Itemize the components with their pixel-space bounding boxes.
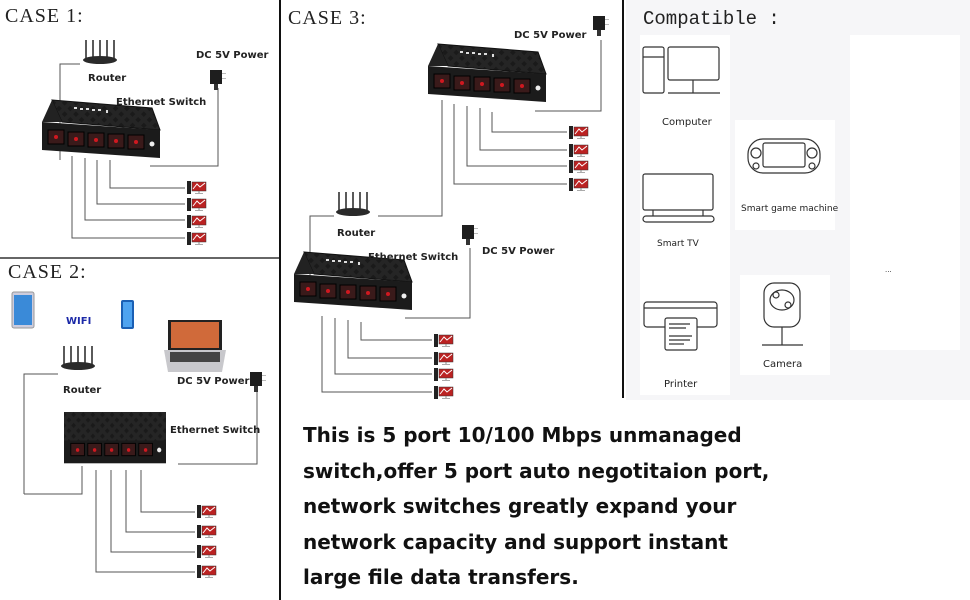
case1-router-label: Router — [88, 73, 127, 84]
divider-case3-compatible — [622, 0, 624, 398]
compatible-label-computer: Computer — [662, 117, 712, 128]
case3-bottom-pc-icon — [433, 367, 454, 382]
smart-tv-icon — [642, 173, 715, 223]
case2-pc-icon — [196, 524, 217, 539]
case3-top-pc-icon — [568, 143, 589, 158]
case3-top-pc-icon — [568, 125, 589, 140]
compatible-card — [735, 120, 835, 230]
compatible-card — [850, 35, 960, 350]
case3-top-pc-icon — [568, 159, 589, 174]
case1-pc-icon — [186, 214, 207, 229]
case2-title: CASE 2: — [8, 261, 87, 283]
compatible-label-smart-tv: Smart TV — [657, 239, 699, 249]
case2-router-label: Router — [63, 385, 102, 396]
compatible-label-printer: Printer — [664, 379, 698, 390]
case2-phone-icon — [121, 300, 134, 329]
case3-title: CASE 3: — [288, 7, 367, 29]
compatible-label-game-machine: Smart game machine — [741, 204, 839, 214]
case3-bottom-power-adapter-icon — [462, 225, 478, 245]
case2-diagram — [23, 373, 258, 573]
case3-bottom-pc-icon — [433, 351, 454, 366]
case2-switch-icon — [64, 412, 166, 464]
printer-icon — [643, 301, 718, 351]
case3-top-switch-icon — [427, 43, 547, 103]
description-line: network capacity and support instant — [303, 529, 728, 554]
description-line: switch,offer 5 port auto negotitaion por… — [303, 458, 770, 483]
case2-wifi-label: WIFI — [66, 316, 92, 327]
compatible-label-camera: Camera — [763, 359, 803, 370]
case2-laptop-icon — [164, 320, 226, 372]
case3-bottom-pc-icon — [433, 385, 454, 400]
divider-case1-case2 — [0, 257, 279, 259]
case1-title: CASE 1: — [5, 5, 84, 27]
description-line: large file data transfers. — [303, 565, 579, 589]
case3-router-label: Router — [337, 228, 376, 239]
case2-router-icon — [60, 345, 96, 371]
case1-switch-label: Ethernet Switch — [116, 97, 207, 108]
case1-power-adapter-icon — [210, 70, 226, 90]
case1-power-label: DC 5V Power — [196, 50, 269, 61]
case3-top-power-label: DC 5V Power — [514, 30, 587, 41]
case2-power-adapter-icon — [250, 372, 266, 392]
compatible-title: Compatible : — [643, 8, 780, 30]
case3-diagram — [309, 40, 602, 393]
game-console-icon — [747, 138, 821, 174]
case3-router-icon — [335, 191, 371, 217]
case1-pc-icon — [186, 197, 207, 212]
case1-switch-icon — [41, 99, 161, 159]
description-line: This is 5 port 10/100 Mbps unmanaged — [303, 423, 742, 447]
product-description: This is 5 port 10/100 Mbps unmanaged swi… — [303, 418, 773, 596]
case2-tablet-icon — [11, 291, 35, 329]
case1-pc-icon — [186, 180, 207, 195]
case3-bottom-pc-icon — [433, 333, 454, 348]
case1-router-icon — [82, 39, 118, 65]
description-line: network switches greatly expand your — [303, 494, 737, 518]
case2-pc-icon — [196, 504, 217, 519]
case3-top-power-adapter-icon — [593, 16, 609, 36]
divider-case1-case3 — [279, 0, 281, 600]
compatible-card — [740, 275, 830, 375]
case3-switch-label: Ethernet Switch — [368, 252, 459, 263]
case2-power-label: DC 5V Power — [177, 376, 250, 387]
case2-pc-icon — [196, 564, 217, 579]
case1-pc-icon — [186, 231, 207, 246]
case3-top-pc-icon — [568, 177, 589, 192]
case3-bottom-power-label: DC 5V Power — [482, 246, 555, 257]
case2-switch-label: Ethernet Switch — [170, 425, 261, 436]
case2-pc-icon — [196, 544, 217, 559]
computer-icon — [642, 46, 720, 94]
compatible-more: ... — [885, 266, 892, 274]
